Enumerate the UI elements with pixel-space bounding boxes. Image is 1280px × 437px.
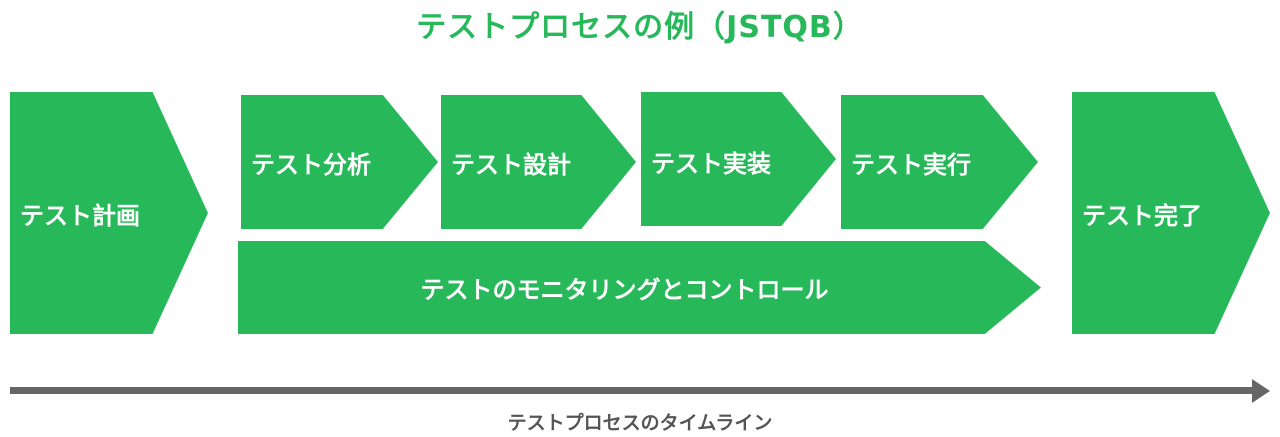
stage-test-analysis: テスト分析 bbox=[241, 95, 438, 229]
stage-test-execution: テスト実行 bbox=[841, 95, 1038, 229]
stage-label: テストのモニタリングとコントロール bbox=[420, 276, 829, 304]
stage-label: テスト設計 bbox=[451, 150, 571, 179]
arrow-right-icon bbox=[1252, 379, 1270, 403]
stage-test-implementation: テスト実装 bbox=[641, 92, 836, 226]
stage-test-planning: テスト計画 bbox=[10, 92, 208, 334]
stage-label: テスト計画 bbox=[20, 201, 140, 230]
stage-label: テスト実行 bbox=[851, 150, 971, 179]
stage-test-monitoring-and-control: テストのモニタリングとコントロール bbox=[238, 241, 1041, 334]
timeline-label: テストプロセスのタイムライン bbox=[507, 412, 773, 434]
stage-test-design: テスト設計 bbox=[441, 95, 636, 229]
stage-label: テスト完了 bbox=[1082, 201, 1202, 230]
stage-test-completion: テスト完了 bbox=[1072, 92, 1270, 334]
stage-label: テスト分析 bbox=[251, 150, 371, 179]
timeline-axis bbox=[10, 387, 1255, 394]
stage-label: テスト実装 bbox=[651, 150, 771, 178]
diagram-title: テストプロセスの例（JSTQB） bbox=[416, 10, 864, 45]
